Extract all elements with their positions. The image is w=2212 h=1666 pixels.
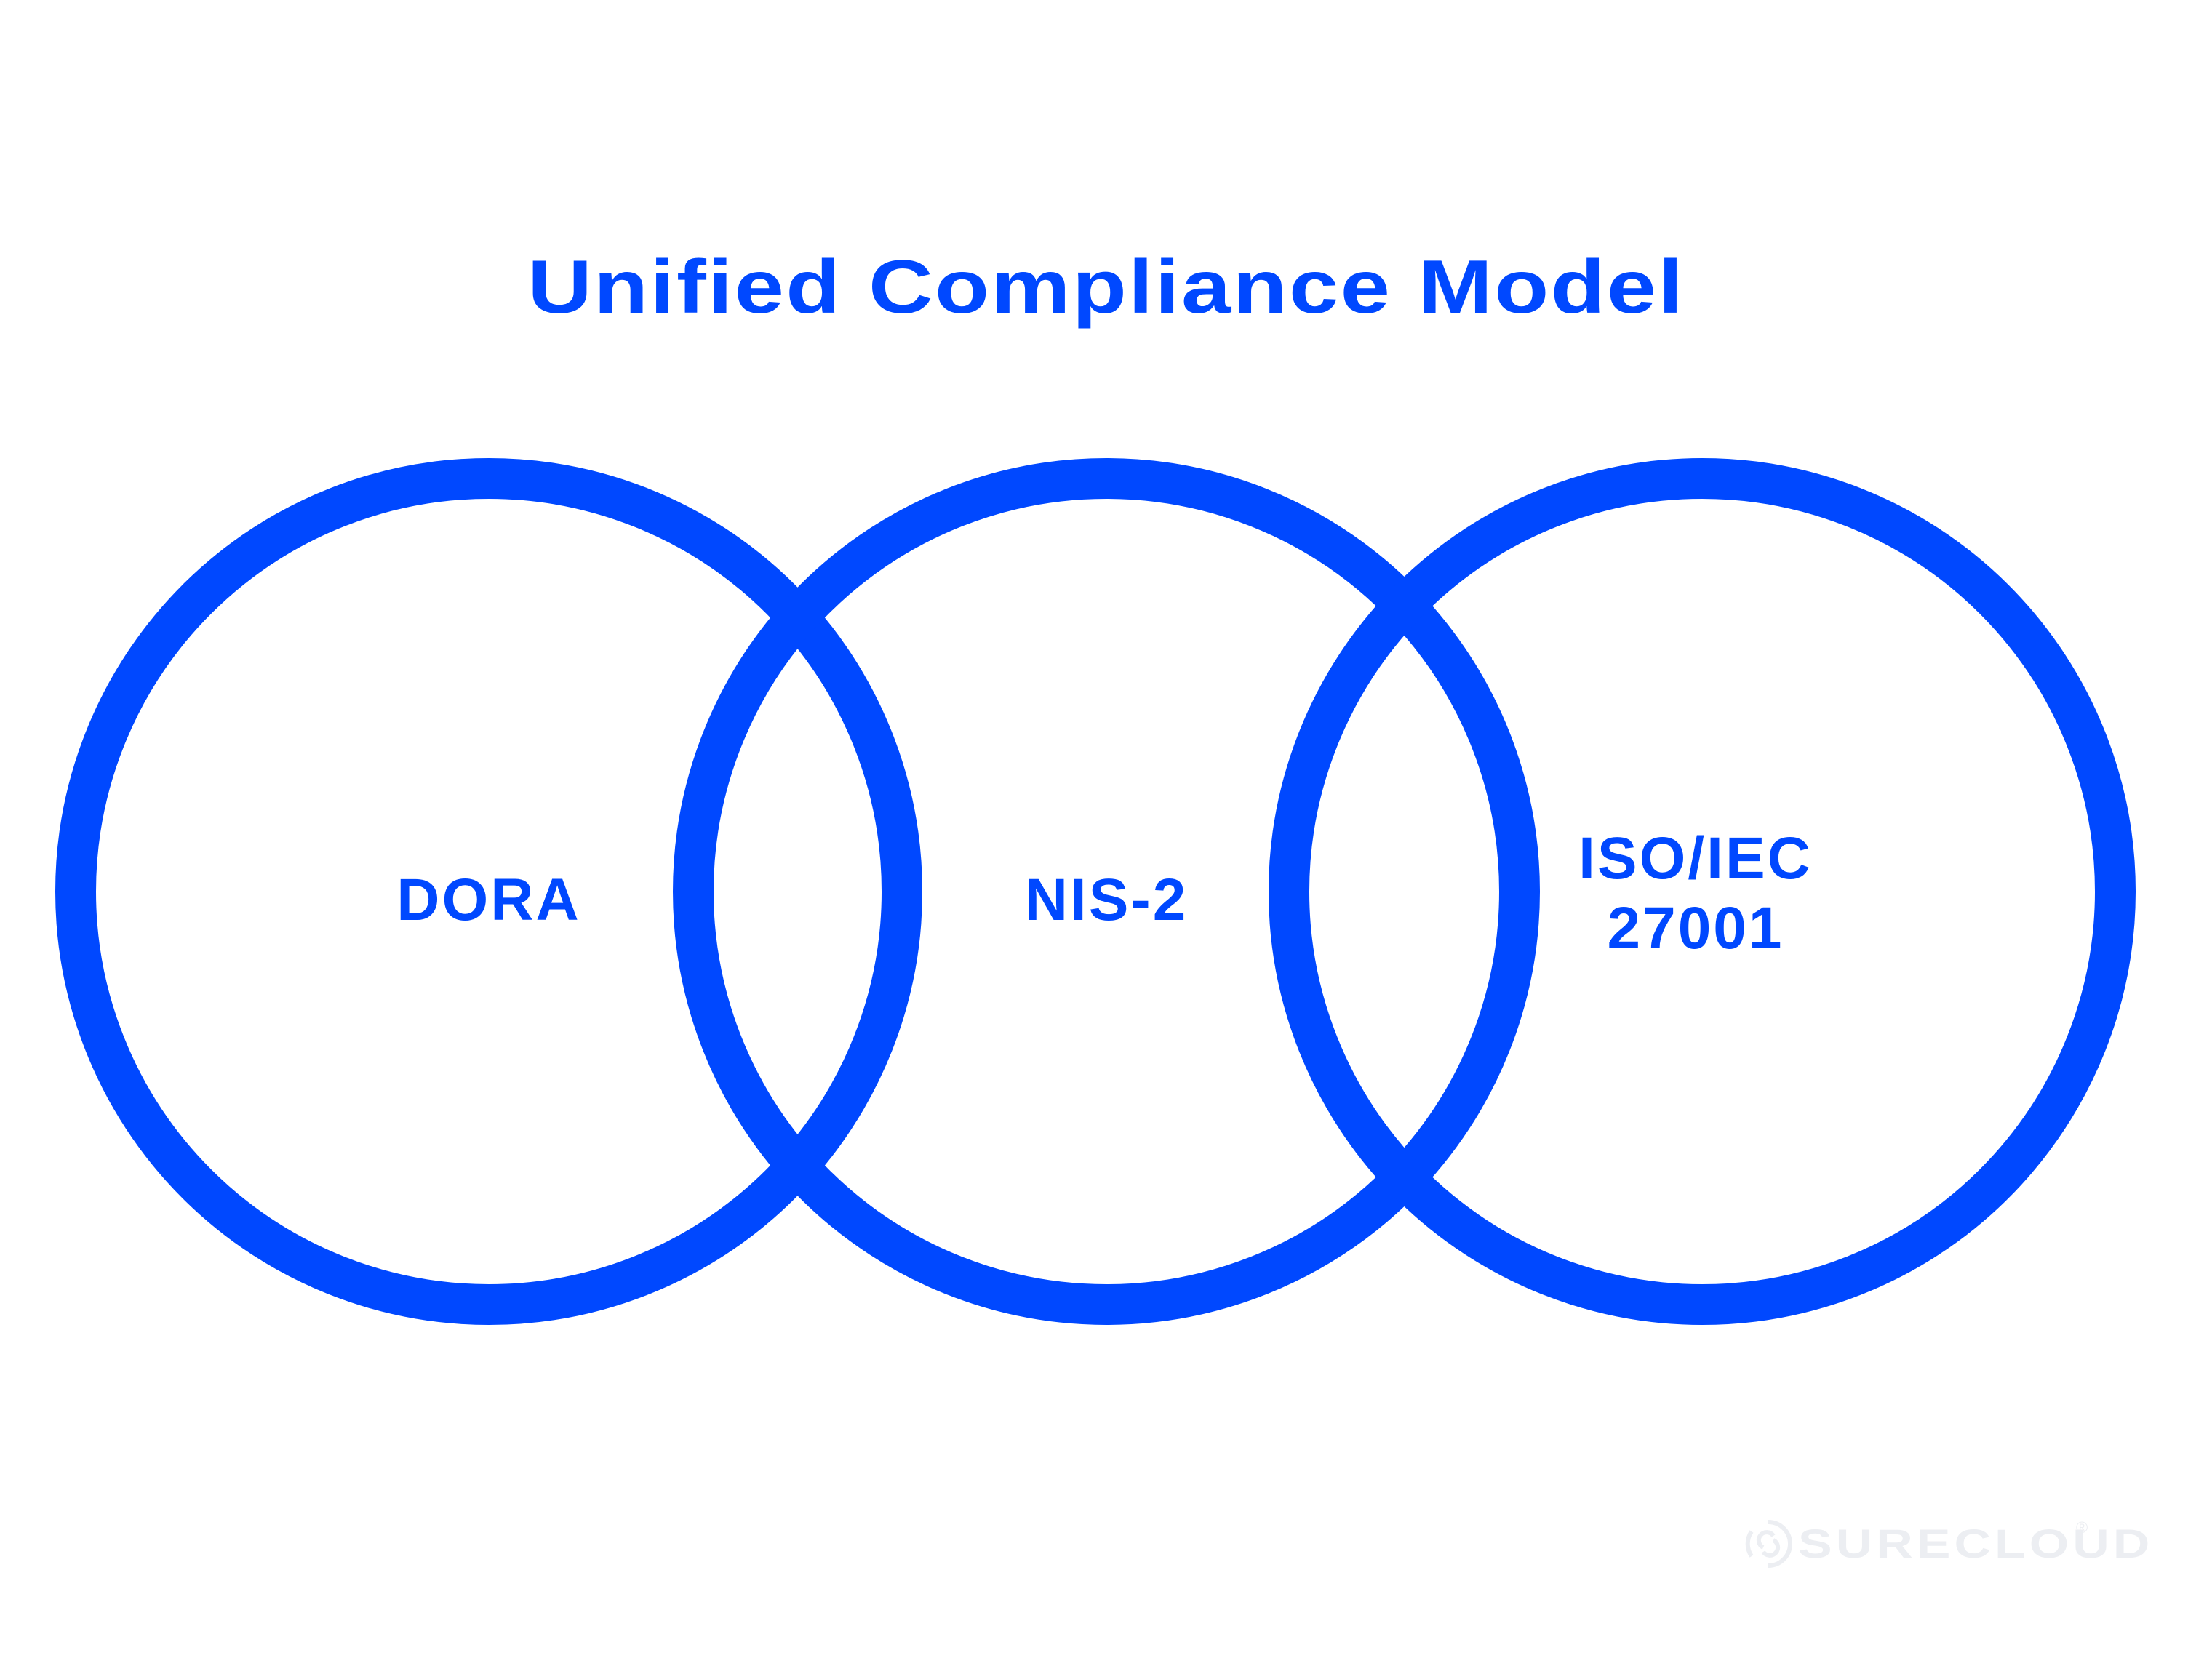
iso-label-line2: 27001 — [1607, 895, 1784, 961]
dora-label-text: DORA — [396, 867, 581, 933]
dora-label: DORA — [343, 865, 634, 935]
nis2-circle — [673, 458, 1540, 1325]
registered-mark: ® — [2076, 1518, 2088, 1537]
iso-label-line1: ISO/IEC — [1578, 825, 1813, 892]
surecloud-brand-text: SURECLOUD — [1798, 1521, 2154, 1566]
iso27001-label: ISO/IEC 27001 — [1514, 824, 1877, 964]
iso27001-circle — [1269, 458, 2136, 1325]
dora-circle — [55, 458, 922, 1325]
nis2-label: NIS-2 — [961, 865, 1252, 935]
diagram-title: Unified Compliance Model — [527, 245, 1685, 329]
surecloud-watermark: SURECLOUD ® — [1744, 1518, 2149, 1569]
surecloud-logo-icon — [1745, 1520, 1792, 1568]
nis2-label-text: NIS-2 — [1024, 867, 1189, 933]
